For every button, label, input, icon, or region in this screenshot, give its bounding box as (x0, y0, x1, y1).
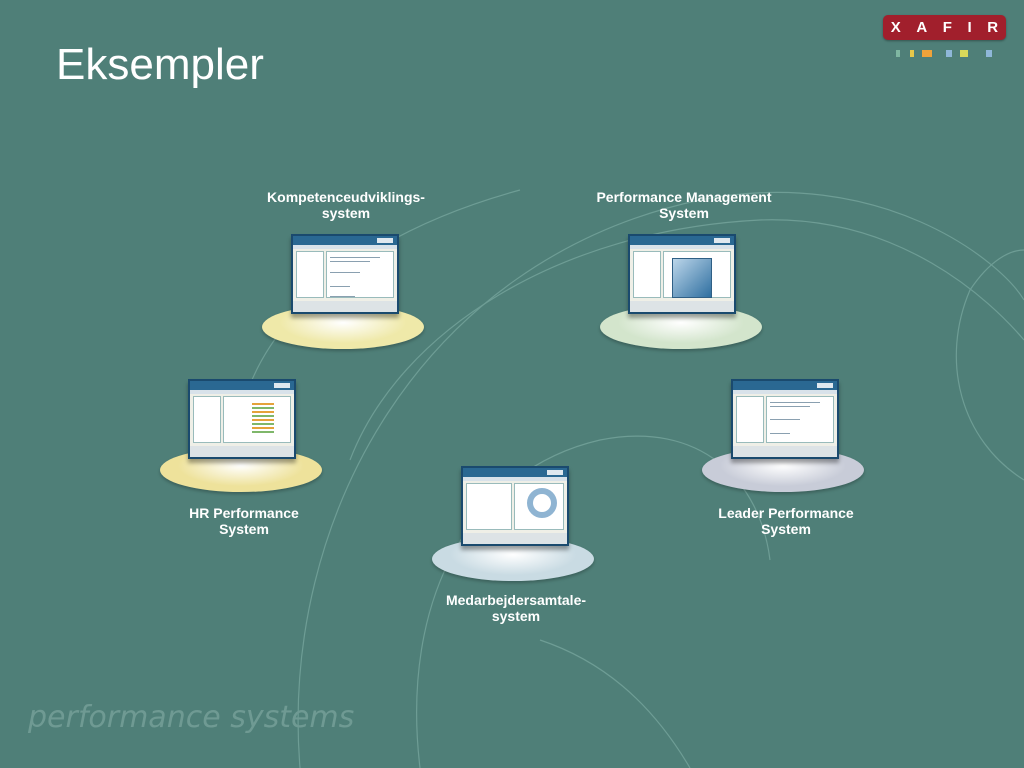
window-menubar (293, 245, 397, 249)
product-screenshot-leader-performance[interactable] (731, 379, 839, 459)
product-screenshot-hr-performance[interactable] (188, 379, 296, 459)
logo-letter: I (967, 19, 972, 36)
product-label-line: system (321, 205, 371, 221)
product-screenshot-medarbejdersamtale[interactable] (461, 466, 569, 546)
slide-title: Eksempler (56, 40, 264, 89)
window-sidebar (193, 396, 221, 443)
window-main (766, 396, 834, 443)
window-main (223, 396, 291, 443)
window-main (326, 251, 394, 298)
product-label-kompetence[interactable]: Kompetenceudviklings- system (236, 189, 456, 221)
logo-mark (946, 50, 952, 57)
logo-color-marks (896, 50, 1006, 57)
logo-letter: A (916, 19, 928, 36)
mini-logo-icon (547, 470, 563, 475)
product-label-line: HR Performance (189, 505, 299, 521)
window-titlebar (190, 381, 294, 390)
product-label-line: System (219, 521, 269, 537)
window-titlebar (293, 236, 397, 245)
matrix-grid-icon (672, 258, 712, 298)
window-titlebar (733, 381, 837, 390)
window-titlebar (463, 468, 567, 477)
footer-tagline: performance systems (28, 700, 355, 735)
logo-letter: R (987, 19, 999, 36)
window-footer (463, 533, 567, 544)
window-footer (630, 301, 734, 312)
window-footer (190, 446, 294, 457)
product-label-performance-management[interactable]: Performance Management System (574, 189, 794, 221)
mini-logo-icon (817, 383, 833, 388)
product-label-line: System (659, 205, 709, 221)
logo-mark (960, 50, 968, 57)
ring-chart-icon (527, 488, 557, 518)
product-screenshot-performance-management[interactable] (628, 234, 736, 314)
product-label-medarbejdersamtale[interactable]: Medarbejdersamtale- system (406, 592, 626, 624)
window-sidebar (296, 251, 324, 298)
logo-mark (986, 50, 992, 57)
logo-mark (922, 50, 932, 57)
product-label-line: Medarbejdersamtale- (445, 592, 587, 608)
window-main (663, 251, 731, 298)
window-main (514, 483, 564, 530)
bar-rows-icon (252, 403, 274, 435)
product-label-line: Leader Performance (718, 505, 854, 521)
product-label-leader-performance[interactable]: Leader Performance System (676, 505, 896, 537)
product-label-hr-performance[interactable]: HR Performance System (134, 505, 354, 537)
window-sidebar (633, 251, 661, 298)
window-sidebar (466, 483, 512, 530)
window-menubar (630, 245, 734, 249)
logo-mark (896, 50, 900, 57)
window-titlebar (630, 236, 734, 245)
window-footer (293, 301, 397, 312)
logo-mark (910, 50, 914, 57)
mini-logo-icon (377, 238, 393, 243)
window-sidebar (736, 396, 764, 443)
logo-letter: X (890, 19, 901, 36)
mini-logo-icon (714, 238, 730, 243)
window-menubar (463, 477, 567, 481)
product-label-line: system (491, 608, 541, 624)
product-label-line: Performance Management (596, 189, 772, 205)
product-label-line: System (761, 521, 811, 537)
logo-letter: F (942, 19, 952, 36)
window-footer (733, 446, 837, 457)
product-label-line: Kompetenceudviklings- (267, 189, 425, 205)
window-menubar (190, 390, 294, 394)
product-screenshot-kompetence[interactable] (291, 234, 399, 314)
xafir-logo: X A F I R (883, 15, 1006, 40)
mini-logo-icon (274, 383, 290, 388)
window-menubar (733, 390, 837, 394)
